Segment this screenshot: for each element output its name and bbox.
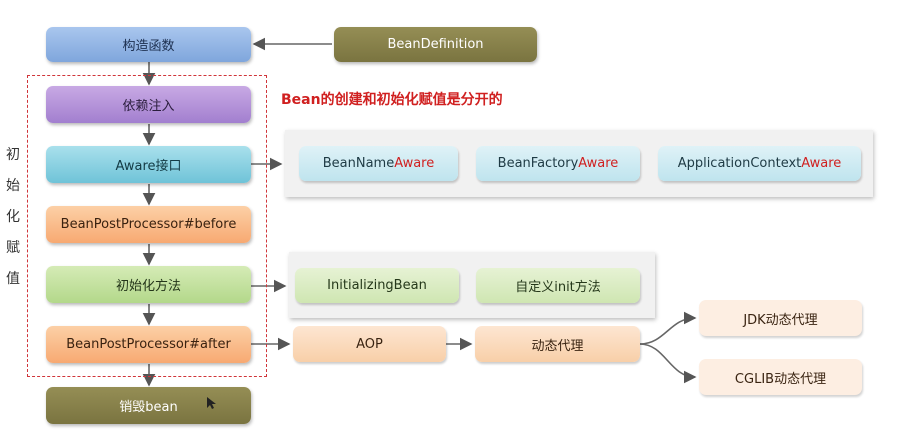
initialization-region — [27, 75, 267, 377]
constructor-node: 构造函数 — [46, 27, 251, 62]
initializing-bean-node: InitializingBean — [295, 268, 459, 303]
creation-note: Bean的创建和初始化赋值是分开的 — [281, 92, 503, 108]
aop-node: AOP — [293, 326, 446, 362]
bean-definition-node: BeanDefinition — [334, 27, 537, 62]
cglib-proxy-node: CGLIB动态代理 — [699, 359, 862, 395]
destroy-bean-node: 销毁bean — [46, 387, 251, 424]
arrow-proxy-to-cglib — [639, 343, 697, 384]
dependency-injection-node: 依赖注入 — [46, 86, 251, 123]
init-method-node: 初始化方法 — [46, 266, 251, 303]
aware-interface-node: Aware接口 — [46, 146, 251, 183]
bpp-after-node: BeanPostProcessor#after — [46, 326, 251, 363]
mouse-cursor-icon — [207, 397, 216, 409]
bpp-before-node: BeanPostProcessor#before — [46, 206, 251, 243]
side-label-initialization: 初 始 化 赋 值 — [6, 147, 20, 287]
dynamic-proxy-node: 动态代理 — [475, 326, 640, 362]
jdk-proxy-node: JDK动态代理 — [699, 300, 862, 336]
custom-init-method-node: 自定义init方法 — [476, 268, 640, 303]
arrow-proxy-to-jdk — [639, 311, 697, 345]
